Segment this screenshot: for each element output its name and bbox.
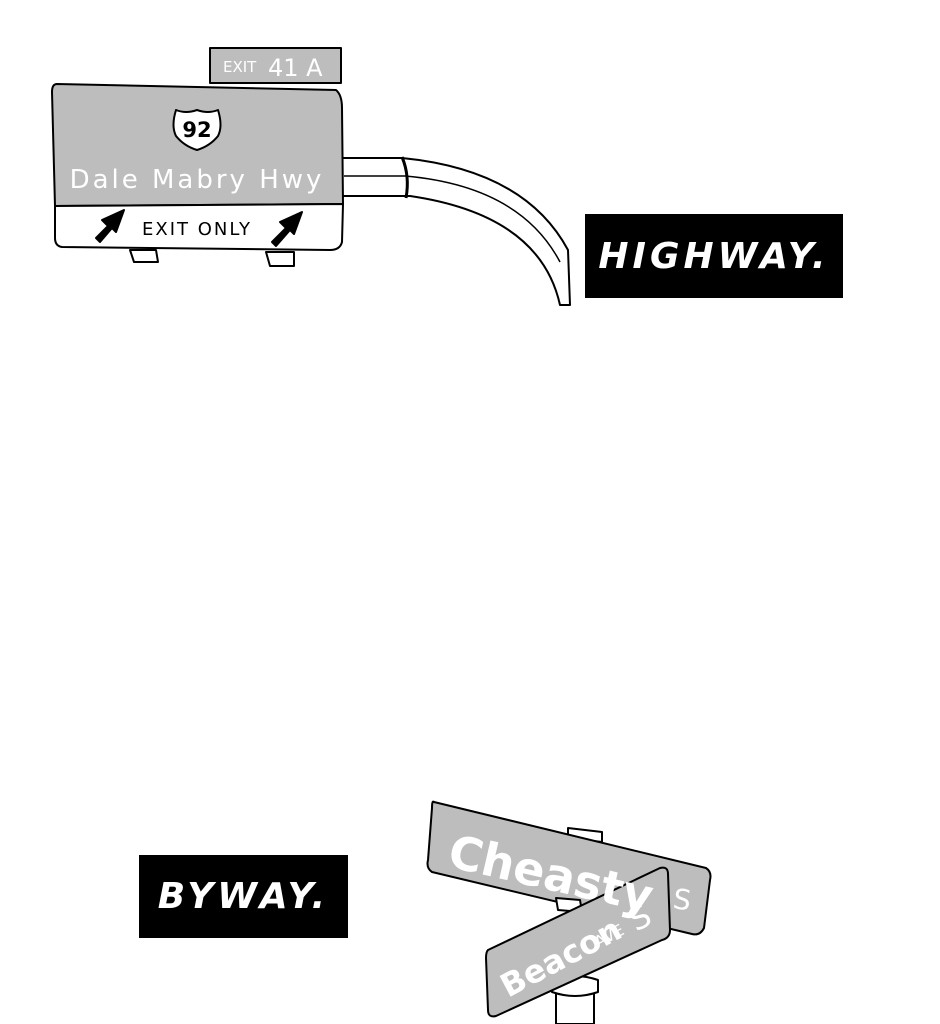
- route-number: 92: [182, 118, 211, 142]
- highway-sign-text: EXIT 41 A 92 Dale Mabry Hwy EXIT ONLY: [70, 54, 325, 240]
- exit-tab-word: EXIT: [223, 58, 257, 76]
- exit-tab-number: 41 A: [268, 54, 323, 82]
- exit-arrow-icon: [271, 211, 303, 247]
- caption-highway-text: HIGHWAY.: [598, 235, 830, 277]
- us-route-shield-icon: [172, 109, 222, 151]
- street-suffix-cheasty: S: [671, 882, 693, 917]
- caption-highway: HIGHWAY.: [585, 214, 843, 298]
- road-name: Dale Mabry Hwy: [70, 165, 325, 195]
- street-sign-illustration: [426, 800, 712, 1024]
- exit-only-label: EXIT ONLY: [142, 219, 252, 240]
- caption-byway: BYWAY.: [139, 855, 348, 938]
- highway-sign-illustration: [51, 47, 571, 306]
- exit-arrow-icon: [95, 209, 125, 243]
- caption-byway-text: BYWAY.: [157, 876, 330, 917]
